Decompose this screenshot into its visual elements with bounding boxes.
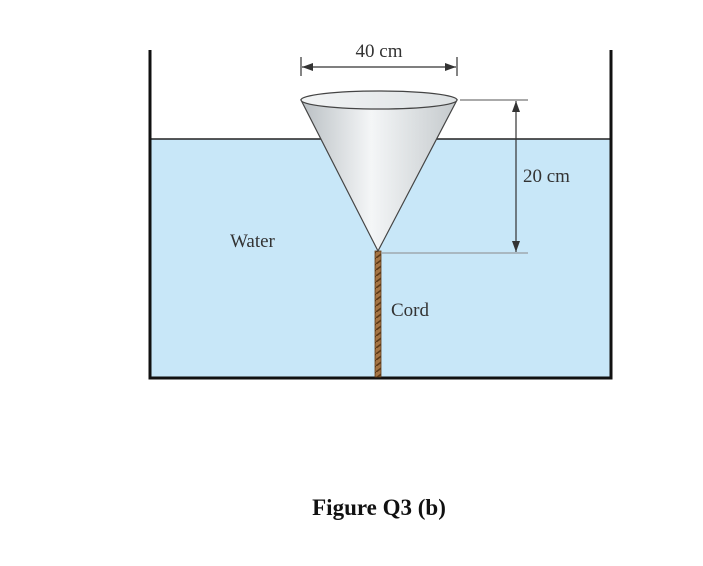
width-arrow-right [445, 63, 456, 71]
cone-rim [300, 90, 458, 110]
width-dimension-label: 40 cm [356, 41, 403, 62]
figure-caption: Figure Q3 (b) [312, 495, 446, 520]
tank-wall [148, 50, 613, 380]
width-arrow-left [302, 63, 313, 71]
height-dimension-label: 20 cm [523, 166, 570, 187]
cord [374, 250, 382, 378]
water-label: Water [230, 231, 276, 252]
cord-label: Cord [391, 300, 430, 321]
height-arrow-bottom [512, 241, 520, 252]
height-arrow-top [512, 101, 520, 112]
